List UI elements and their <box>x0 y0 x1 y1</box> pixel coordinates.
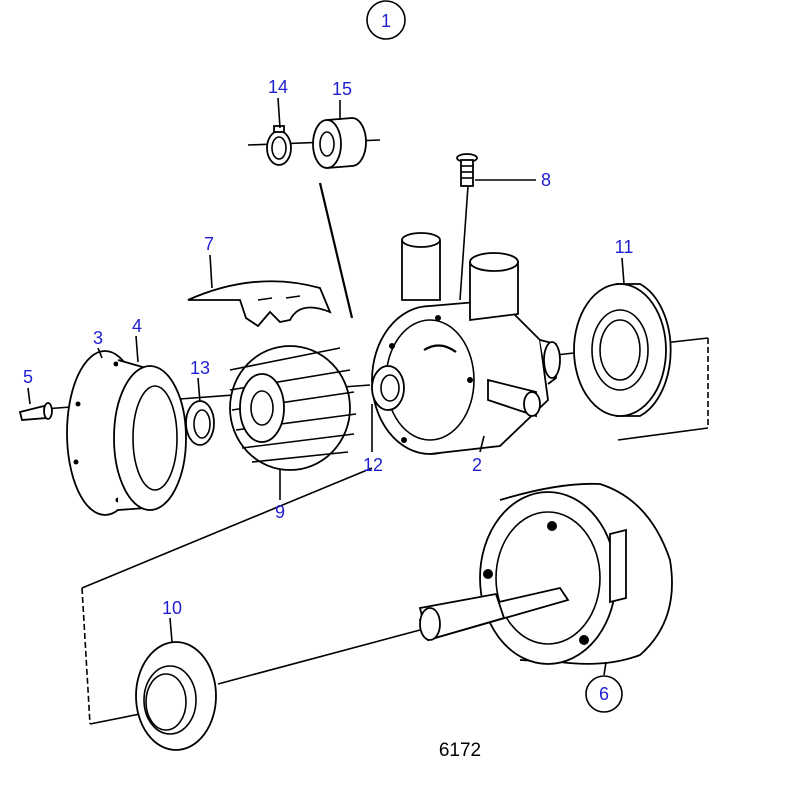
callout-8: 8 <box>541 170 551 190</box>
part-7-cam <box>187 280 332 328</box>
part-15-bushing <box>312 117 367 169</box>
group-number-badge: 1 <box>366 0 406 40</box>
callout-13: 13 <box>190 358 210 378</box>
part-13-seal-ring <box>185 400 215 446</box>
callout-10: 10 <box>162 598 182 618</box>
callout-14: 14 <box>268 77 288 97</box>
callout-11: 11 <box>615 237 634 257</box>
callout-4: 4 <box>132 316 142 336</box>
group-number: 1 <box>381 11 391 31</box>
callout-3: 3 <box>93 328 103 348</box>
callout-9: 9 <box>275 502 285 522</box>
callouts: 14 15 8 7 11 4 3 5 13 12 2 9 10 6 <box>23 77 634 713</box>
part-2-pump-housing <box>371 232 561 455</box>
callout-12: 12 <box>363 455 383 475</box>
callout-6-circle <box>585 675 623 713</box>
part-10-seal <box>135 641 217 751</box>
part-11-bearing <box>573 283 672 417</box>
callout-6: 6 <box>599 684 609 704</box>
figure-number: 6172 <box>439 740 481 761</box>
part-9-impeller <box>229 345 357 471</box>
part-14-circlip <box>266 125 292 166</box>
part-5-screw <box>18 402 53 421</box>
part-8-screw <box>456 153 478 187</box>
callout-15: 15 <box>332 79 352 99</box>
callout-2: 2 <box>472 455 482 475</box>
part-4-gasket <box>113 359 187 511</box>
leader-lines <box>27 97 625 676</box>
callout-7: 7 <box>204 234 214 254</box>
part-6-drive-housing <box>418 482 673 665</box>
callout-5: 5 <box>23 367 33 387</box>
